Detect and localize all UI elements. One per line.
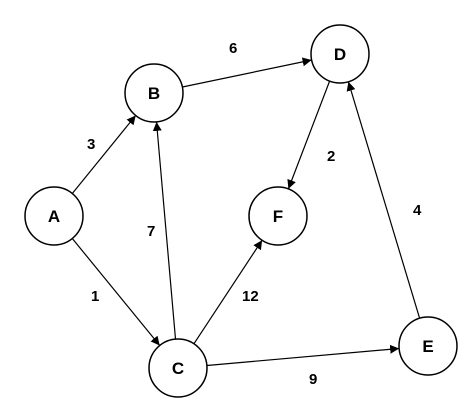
edge-weight-a-c: 1 <box>91 288 99 305</box>
node-f: F <box>248 186 308 246</box>
edge-e-d <box>346 81 421 319</box>
edge-c-f <box>193 239 263 345</box>
node-circle-b <box>124 63 184 123</box>
node-label-b: B <box>148 84 160 103</box>
node-label-d: D <box>334 45 346 64</box>
edge-b-d <box>182 57 312 88</box>
edge-a-c <box>71 238 161 346</box>
edge-weight-b-d: 6 <box>229 40 237 57</box>
node-circle-f <box>248 186 308 246</box>
node-e: E <box>398 316 458 376</box>
node-label-f: F <box>273 207 283 226</box>
node-label-e: E <box>422 337 433 356</box>
edge-d-f <box>287 80 331 190</box>
edge-weight-c-b: 7 <box>147 223 155 240</box>
node-circle-d <box>310 24 370 84</box>
edge-weight-a-b: 3 <box>87 136 95 153</box>
edge-weight-c-e: 9 <box>309 371 317 388</box>
nodes-layer: A B C D E F <box>24 24 458 398</box>
edge-weight-c-f: 12 <box>242 288 259 305</box>
node-b: B <box>124 63 184 123</box>
node-circle-c <box>148 338 208 398</box>
node-circle-a <box>24 186 84 246</box>
edge-weight-e-d: 4 <box>413 202 422 219</box>
node-d: D <box>310 24 370 84</box>
edge-a-b <box>71 115 137 194</box>
node-a: A <box>24 186 84 246</box>
node-label-c: C <box>172 359 184 378</box>
node-label-a: A <box>48 207 60 226</box>
edge-c-e <box>206 344 400 367</box>
edges-layer: 3 1 7 6 2 12 9 4 <box>71 40 422 388</box>
edge-c-b <box>152 121 177 340</box>
node-circle-e <box>398 316 458 376</box>
edge-weight-d-f: 2 <box>327 148 335 165</box>
node-c: C <box>148 338 208 398</box>
